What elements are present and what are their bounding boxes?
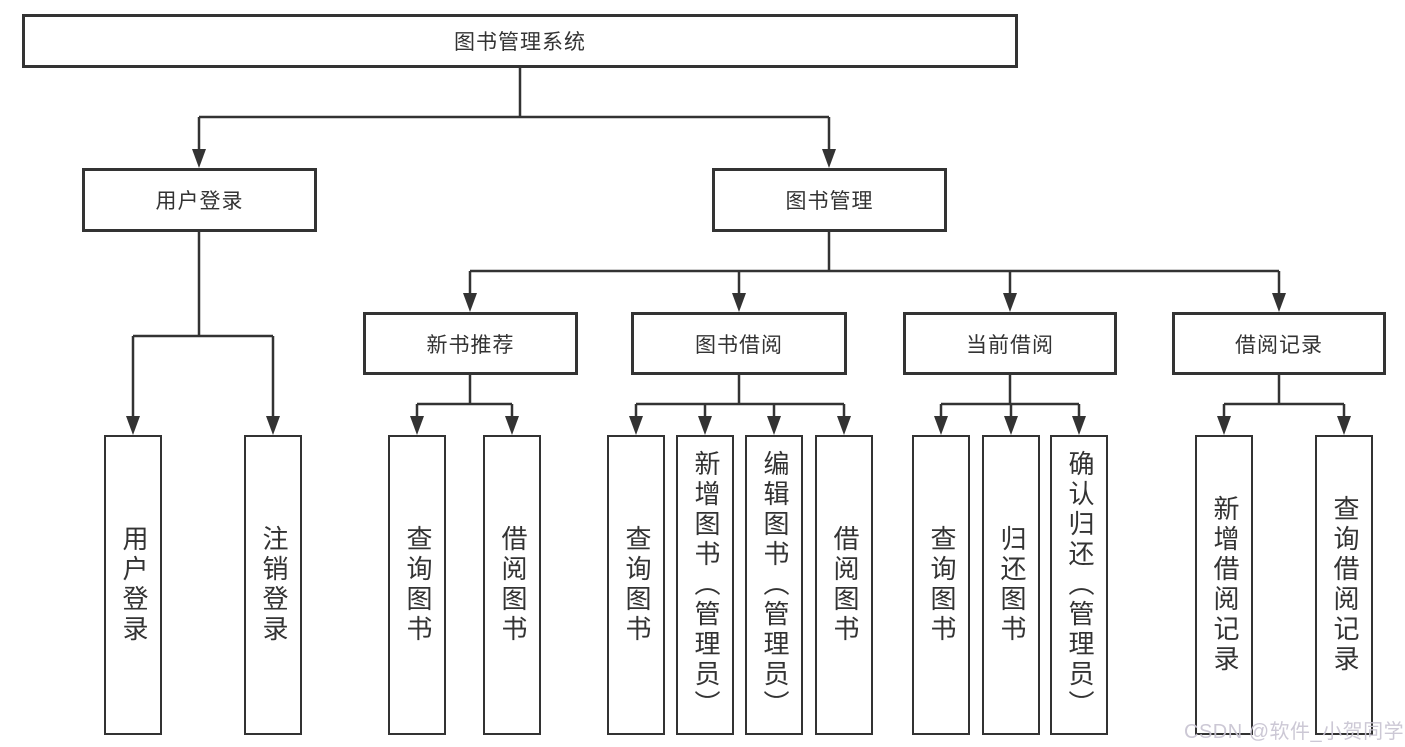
node-book-borrow-label: 图书借阅 bbox=[695, 333, 783, 357]
leaf-user-login-label: 用户登录 bbox=[118, 525, 149, 645]
leaf-logout: 注销登录 bbox=[244, 435, 302, 735]
leaf-borrow-books-recommend: 借阅图书 bbox=[483, 435, 541, 735]
node-new-book-recommend: 新书推荐 bbox=[363, 312, 578, 375]
leaf-query-borrow-record-label: 查询借阅记录 bbox=[1329, 495, 1360, 675]
node-borrow-records: 借阅记录 bbox=[1172, 312, 1386, 375]
node-book-borrow: 图书借阅 bbox=[631, 312, 847, 375]
node-user-login: 用户登录 bbox=[82, 168, 317, 232]
leaf-user-login: 用户登录 bbox=[104, 435, 162, 735]
leaf-add-book-admin: 新增图书（管理员） bbox=[676, 435, 734, 735]
leaf-return-book: 归还图书 bbox=[982, 435, 1040, 735]
node-current-borrow: 当前借阅 bbox=[903, 312, 1117, 375]
leaf-edit-book-admin: 编辑图书（管理员） bbox=[745, 435, 803, 735]
leaf-edit-book-admin-label: 编辑图书（管理员） bbox=[759, 450, 790, 720]
leaf-logout-label: 注销登录 bbox=[258, 525, 289, 645]
leaf-query-books-recommend: 查询图书 bbox=[388, 435, 446, 735]
node-current-borrow-label: 当前借阅 bbox=[966, 333, 1054, 357]
leaf-return-book-label: 归还图书 bbox=[996, 525, 1027, 645]
leaf-query-books-current: 查询图书 bbox=[912, 435, 970, 735]
leaf-query-borrow-record: 查询借阅记录 bbox=[1315, 435, 1373, 735]
node-book-management: 图书管理 bbox=[712, 168, 947, 232]
node-root: 图书管理系统 bbox=[22, 14, 1018, 68]
node-borrow-records-label: 借阅记录 bbox=[1235, 333, 1323, 357]
leaf-confirm-return-admin-label: 确认归还（管理员） bbox=[1064, 450, 1095, 720]
leaf-confirm-return-admin: 确认归还（管理员） bbox=[1050, 435, 1108, 735]
leaf-query-books-current-label: 查询图书 bbox=[926, 525, 957, 645]
node-user-login-label: 用户登录 bbox=[155, 190, 244, 213]
leaf-add-borrow-record: 新增借阅记录 bbox=[1195, 435, 1253, 735]
leaf-add-book-admin-label: 新增图书（管理员） bbox=[690, 450, 721, 720]
csdn-watermark: CSDN @软件_小贺同学 bbox=[1184, 721, 1405, 743]
node-new-book-recommend-label: 新书推荐 bbox=[426, 333, 515, 357]
node-book-management-label: 图书管理 bbox=[785, 190, 874, 213]
leaf-add-borrow-record-label: 新增借阅记录 bbox=[1209, 495, 1240, 675]
leaf-borrow-books-label: 借阅图书 bbox=[829, 525, 860, 645]
node-root-label: 图书管理系统 bbox=[454, 31, 586, 54]
leaf-borrow-books-recommend-label: 借阅图书 bbox=[497, 525, 528, 645]
leaf-query-books-recommend-label: 查询图书 bbox=[402, 525, 433, 645]
leaf-query-books-borrow-label: 查询图书 bbox=[621, 525, 652, 645]
leaf-query-books-borrow: 查询图书 bbox=[607, 435, 665, 735]
leaf-borrow-books: 借阅图书 bbox=[815, 435, 873, 735]
